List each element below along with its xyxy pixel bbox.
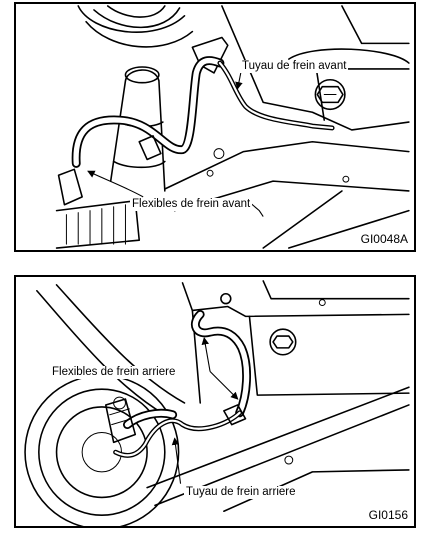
coil-spring	[77, 5, 194, 48]
shock-absorber	[109, 66, 166, 192]
brake-disc	[24, 374, 180, 526]
figure-code: GI0048A	[360, 232, 408, 246]
rear-brake-pipe	[113, 410, 243, 458]
front-brake-hose	[71, 56, 225, 168]
mount-bolts	[113, 292, 326, 465]
label-front-brake-hoses: Flexibles de frein avant	[130, 198, 253, 211]
label-rear-brake-hoses: Flexibles de frein arriere	[50, 366, 178, 379]
rear-brake-hose	[122, 309, 252, 430]
figure-rear-brake: Flexibles de frein arriere Tuyau de frei…	[14, 275, 416, 528]
small-fasteners	[206, 148, 350, 183]
brake-caliper	[104, 398, 247, 444]
figure-front-brake: Tuyau de frein avant Flexibles de frein …	[14, 2, 416, 252]
front-brake-pipe	[217, 60, 335, 131]
label-front-brake-pipe: Tuyau de frein avant	[240, 60, 349, 73]
bolt	[314, 78, 346, 111]
figure-code: GI0156	[368, 508, 408, 522]
leader-lines	[171, 336, 239, 484]
label-rear-brake-pipe: Tuyau de frein arriere	[184, 486, 298, 499]
body-frame	[181, 280, 410, 513]
front-brake-illustration	[55, 5, 410, 249]
suspension-arm	[36, 284, 410, 507]
brake-caliper	[55, 135, 162, 249]
body-panel	[164, 5, 410, 249]
